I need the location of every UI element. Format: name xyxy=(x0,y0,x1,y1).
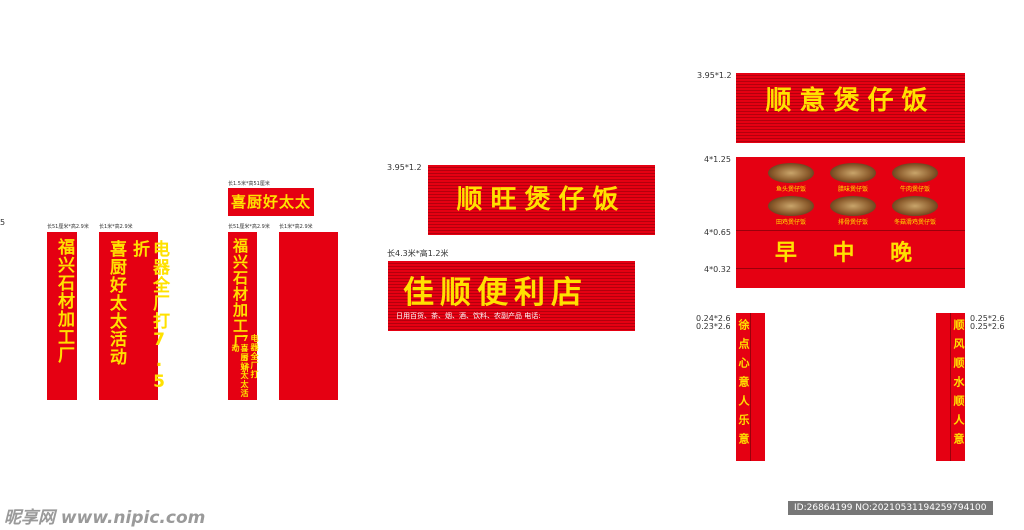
promo-text-left: 喜厨好太太活动 xyxy=(106,240,126,366)
sign-text: 佳顺便利店 xyxy=(403,275,588,311)
food-item: 冬菇滑鸡煲仔饭 xyxy=(887,196,943,226)
meal-times-text: 早 中 晚 xyxy=(774,241,927,266)
appliance-promo-sign: 喜厨好太太活动 电器全厂打7.5折 xyxy=(99,232,169,400)
size-label: 0.25*2.6 xyxy=(970,322,1005,331)
sign-text: 喜厨好太太 xyxy=(230,193,311,211)
edge-mark: 5 xyxy=(0,218,6,227)
sign-text: 福兴石材加工厂 xyxy=(54,238,74,364)
combo-sub-text-2: 喜厨好太太活动 xyxy=(231,344,249,398)
blank-vertical-sign xyxy=(279,232,338,400)
size-label: 长1米*高2.9米 xyxy=(279,224,313,230)
size-label: 3.95*1.2 xyxy=(387,163,422,172)
size-label: 长51厘米*高2.9米 xyxy=(47,224,89,230)
food-item: 排骨煲仔饭 xyxy=(825,196,881,226)
food-photo-grid: 鱼头煲仔饭 腊味煲仔饭 牛肉煲仔饭 田鸡煲仔饭 排骨煲仔饭 冬菇滑鸡煲仔饭 xyxy=(763,163,943,226)
size-label: 长51厘米*高2.9米 xyxy=(228,224,270,230)
combo-main-text: 福兴石材加工厂 xyxy=(231,238,249,350)
size-label: 4*0.32 xyxy=(704,265,731,274)
watermark-logo: 昵享网 www.nipic.com xyxy=(4,508,206,528)
size-label: 4*1.25 xyxy=(704,155,731,164)
size-label: 0.25*2.6 xyxy=(970,314,1005,323)
sign-text: 顺意煲仔饭 xyxy=(765,86,936,116)
size-label: 长1.5米*高51厘米 xyxy=(228,181,270,187)
couplet-right: 顺风顺水顺人意 xyxy=(936,313,965,461)
food-item: 鱼头煲仔饭 xyxy=(763,163,819,193)
couplet-text: 徐点心意人乐意 xyxy=(737,319,750,452)
promo-text-right: 电器全厂打7.5折 xyxy=(129,240,169,393)
size-label: 0.23*2.6 xyxy=(696,322,731,331)
size-label: 长1米*高2.9米 xyxy=(99,224,133,230)
food-item: 牛肉煲仔饭 xyxy=(887,163,943,193)
fuxing-vertical-sign: 福兴石材加工厂 xyxy=(47,232,77,400)
combo-sub-text-1: 电器全厂打7.5折 xyxy=(241,334,259,379)
size-label: 3.95*1.2 xyxy=(697,71,732,80)
size-label: 4*0.65 xyxy=(704,228,731,237)
divider xyxy=(736,268,965,269)
shunwang-banner: 顺旺煲仔饭 xyxy=(428,165,655,235)
size-label: 0.24*2.6 xyxy=(696,314,731,323)
menu-board: 鱼头煲仔饭 腊味煲仔饭 牛肉煲仔饭 田鸡煲仔饭 排骨煲仔饭 冬菇滑鸡煲仔饭 早 … xyxy=(736,157,965,288)
xichu-small-sign: 喜厨好太太 xyxy=(228,188,314,216)
jiashun-store-banner: 佳顺便利店 日用百货、茶、烟、酒、饮料、农副产品 电话: xyxy=(388,261,635,331)
fuxing-combo-sign: 福兴石材加工厂 电器全厂打7.5折 喜厨好太太活动 xyxy=(228,232,259,400)
couplet-text: 顺风顺水顺人意 xyxy=(952,319,965,452)
sign-text: 顺旺煲仔饭 xyxy=(456,185,627,215)
food-item: 田鸡煲仔饭 xyxy=(763,196,819,226)
couplet-left: 徐点心意人乐意 xyxy=(736,313,765,461)
size-label: 长4.3米*高1.2米 xyxy=(387,249,449,258)
divider xyxy=(736,230,965,231)
sign-subline: 日用百货、茶、烟、酒、饮料、农副产品 电话: xyxy=(396,312,541,320)
food-item: 腊味煲仔饭 xyxy=(825,163,881,193)
shunyi-banner: 顺意煲仔饭 xyxy=(736,73,965,143)
watermark-id: ID:26864199 NO:20210531194259794100 xyxy=(788,501,993,515)
